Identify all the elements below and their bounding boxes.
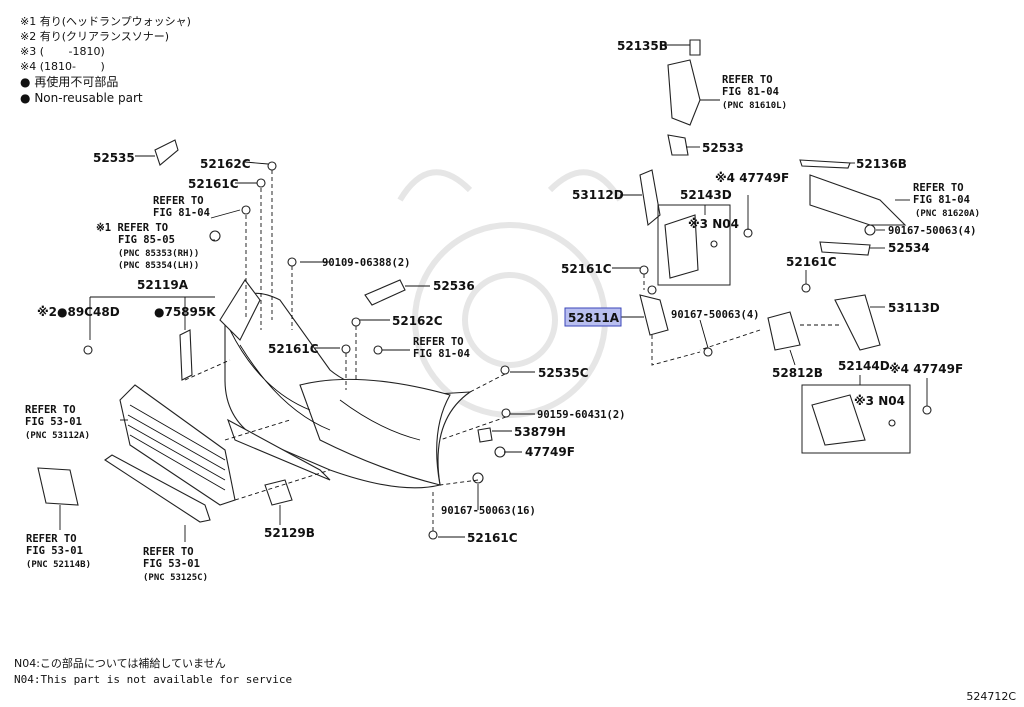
label-pnc-85354: (PNC 85354(LH)) (118, 261, 199, 271)
license-plate-bracket (37, 467, 79, 506)
label-53112d[interactable]: 53112D (572, 188, 624, 202)
retainer-52143d-box (657, 204, 731, 286)
retainer-52812b (703, 311, 801, 357)
label-refer-81-04-c2[interactable]: FIG 81-04 (722, 86, 779, 98)
bumper-cover (224, 292, 472, 489)
note-line-3: ※3 ( -1810) (20, 45, 105, 58)
label-refer-53-01-a2[interactable]: FIG 53-01 (25, 416, 82, 428)
note-line-4: ※4 (1810- ) (20, 60, 105, 73)
bumper-reinforcement-left (219, 279, 261, 341)
label-refer-81-04-c[interactable]: REFER TO (722, 74, 773, 86)
retainer-52811a (639, 285, 669, 336)
footer-line-en: N04:This part is not available for servi… (14, 673, 293, 686)
label-52162c-b[interactable]: 52162C (392, 314, 443, 328)
label-pnc-81620a: (PNC 81620A) (915, 209, 980, 219)
label-pnc-52114b: (PNC 52114B) (26, 560, 91, 570)
label-90109[interactable]: 90109-06388(2) (322, 257, 411, 269)
label-refer-81-04-b[interactable]: REFER TO (413, 336, 464, 348)
headlamp-bracket-right (809, 174, 907, 236)
label-90159[interactable]: 90159-60431(2) (537, 409, 626, 421)
label-90167-a[interactable]: 90167-50063(16) (441, 505, 536, 517)
label-47749f-c[interactable]: ※4 47749F (889, 362, 963, 376)
label-pnc-53125c: (PNC 53125C) (143, 573, 208, 583)
label-refer-85-05-b[interactable]: FIG 85-05 (118, 234, 175, 246)
label-90167-c[interactable]: 90167-50063(4) (888, 225, 977, 237)
label-refer-53-01-a[interactable]: REFER TO (25, 404, 76, 416)
legend-ja-text: 再使用不可部品 (34, 75, 119, 89)
label-89c48d[interactable]: ※2●89C48D (37, 305, 120, 319)
small-fasteners (83, 139, 511, 540)
legend-en-text: Non-reusable part (34, 91, 143, 105)
label-47749f-b[interactable]: ※4 47749F (715, 171, 789, 185)
label-pnc-53112a: (PNC 53112A) (25, 431, 90, 441)
part-labels: 52535 52162C 52161C REFER TO FIG 81-04 ※… (25, 39, 980, 583)
label-n04-a[interactable]: ※3 N04 (688, 217, 739, 231)
side-bracket-52533 (667, 134, 689, 156)
legend-non-reusable-en: ● Non-reusable part (20, 90, 191, 106)
label-75895k[interactable]: ●75895K (154, 305, 216, 319)
label-52161c-c[interactable]: 52161C (467, 531, 518, 545)
bracket-52534 (819, 241, 871, 256)
label-90167-b[interactable]: 90167-50063(4) (671, 309, 760, 321)
label-52143d[interactable]: 52143D (680, 188, 732, 202)
label-52534[interactable]: 52534 (888, 241, 930, 255)
label-52161c-a[interactable]: 52161C (188, 177, 239, 191)
label-52136b[interactable]: 52136B (856, 157, 907, 171)
spacer-53113d (834, 294, 881, 351)
label-52129b[interactable]: 52129B (264, 526, 315, 540)
label-refer-53-01-b2[interactable]: FIG 53-01 (26, 545, 83, 557)
footer-line-ja: N04:この部品については補給していません (14, 657, 226, 670)
label-52144d[interactable]: 52144D (838, 359, 890, 373)
label-refer-53-01-b[interactable]: REFER TO (26, 533, 77, 545)
bracket-52136b (799, 159, 851, 169)
label-refer-81-04-d2[interactable]: FIG 81-04 (913, 194, 970, 206)
label-refer-85-05-a[interactable]: ※1 REFER TO (96, 222, 168, 234)
figure-code: 524712C (966, 690, 1016, 703)
label-n04-b[interactable]: ※3 N04 (854, 394, 905, 408)
label-52161c-e[interactable]: 52161C (786, 255, 837, 269)
label-53113d[interactable]: 53113D (888, 301, 940, 315)
note-line-2: ※2 有り(クリアランスソナー) (20, 30, 170, 43)
label-refer-81-04-d[interactable]: REFER TO (913, 182, 964, 194)
label-53879h[interactable]: 53879H (514, 425, 566, 439)
label-52135b[interactable]: 52135B (617, 39, 668, 53)
leader-lines (59, 44, 928, 542)
label-pnc-81610l: (PNC 81610L) (722, 101, 787, 111)
notes-block: ※1 有り(ヘッドランプウォッシャ) ※2 有り(クリアランスソナー) ※3 (… (20, 14, 191, 106)
label-refer-53-01-c2[interactable]: FIG 53-01 (143, 558, 200, 570)
label-refer-81-04-a2[interactable]: FIG 81-04 (153, 207, 210, 219)
towing-hook-cover (264, 479, 293, 506)
label-52535c[interactable]: 52535C (538, 366, 589, 380)
bullet-icon: ● (20, 75, 31, 89)
spacer-53112d (639, 169, 661, 227)
label-52161c-b[interactable]: 52161C (268, 342, 319, 356)
label-52811a[interactable]: 52811A (568, 311, 620, 325)
upper-bracket-52135b (667, 39, 701, 126)
label-pnc-85353: (PNC 85353(RH)) (118, 249, 199, 259)
highlight-box-52811a (564, 307, 622, 327)
label-52812b[interactable]: 52812B (772, 366, 823, 380)
label-refer-81-04-a[interactable]: REFER TO (153, 195, 204, 207)
footer-notes: N04:この部品については補給していません N04:This part is n… (14, 656, 292, 688)
label-52536[interactable]: 52536 (433, 279, 475, 293)
label-refer-53-01-c[interactable]: REFER TO (143, 546, 194, 558)
label-refer-81-04-b2[interactable]: FIG 81-04 (413, 348, 470, 360)
bullet-icon: ● (20, 91, 31, 105)
legend-non-reusable-ja: ● 再使用不可部品 (20, 74, 191, 90)
label-52161c-d[interactable]: 52161C (561, 262, 612, 276)
label-52162c-a[interactable]: 52162C (200, 157, 251, 171)
label-52533[interactable]: 52533 (702, 141, 744, 155)
label-52119a[interactable]: 52119A (137, 278, 189, 292)
retainer-52144d-box (801, 384, 911, 454)
radiator-grille (119, 384, 236, 506)
lower-moulding (104, 454, 211, 523)
dashed-assembly-lines (184, 170, 840, 531)
label-47749f-a[interactable]: 47749F (525, 445, 575, 459)
note-line-1: ※1 有り(ヘッドランプウォッシャ) (20, 15, 191, 28)
label-52535[interactable]: 52535 (93, 151, 135, 165)
